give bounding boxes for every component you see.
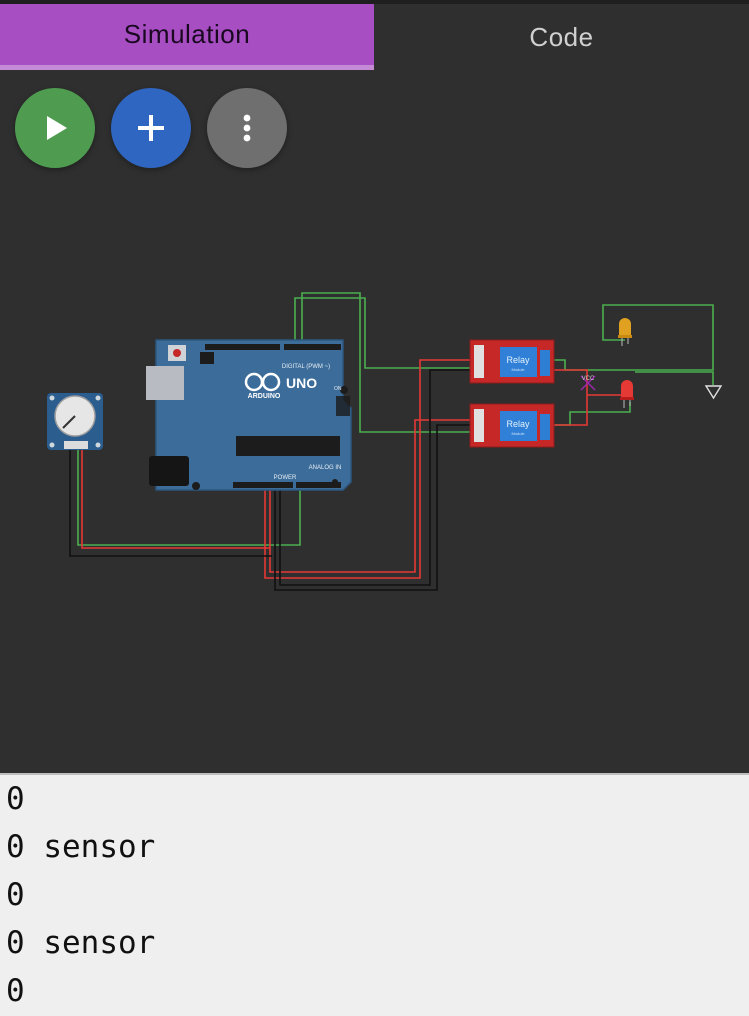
arduino-logo-icon: [244, 372, 281, 392]
board-logo: UNO: [286, 375, 317, 391]
more-options-button[interactable]: [207, 88, 287, 168]
vcc-label: VCC: [582, 376, 595, 382]
console-line: 0: [6, 973, 25, 1009]
wire-black[interactable]: [279, 369, 470, 586]
status-strip: [0, 0, 749, 4]
analog-label: ANALOG IN: [309, 465, 342, 471]
more-vert-icon: [243, 114, 251, 142]
wire-green[interactable]: [301, 292, 470, 433]
digital-label: DIGITAL (PWM ~): [282, 364, 330, 370]
wire-red[interactable]: [540, 369, 588, 426]
tab-simulation[interactable]: Simulation: [0, 4, 374, 70]
console-line: 0 sensor: [6, 925, 156, 961]
ground-icon: [704, 385, 723, 400]
relay-sublabel: Module: [511, 367, 525, 372]
wire-red[interactable]: [269, 419, 470, 573]
relay-label: Relay: [506, 355, 530, 365]
wire-green[interactable]: [294, 297, 470, 369]
serial-monitor: 0 0 sensor 0 0 sensor 0: [0, 773, 749, 1016]
led-red[interactable]: [620, 380, 634, 408]
board-brand: ARDUINO: [248, 393, 281, 400]
relay-module-2[interactable]: Relay Module: [469, 403, 555, 448]
console-line: 0: [6, 877, 25, 913]
power-label: POWER: [274, 475, 297, 481]
relay-sublabel: Module: [511, 431, 525, 436]
wire-green[interactable]: [77, 445, 301, 546]
wire-black[interactable]: [274, 424, 470, 591]
led-yellow[interactable]: [618, 318, 632, 346]
plus-icon: [138, 115, 164, 141]
wire-green[interactable]: [540, 304, 714, 371]
wire-black[interactable]: [69, 445, 272, 557]
wires: [69, 292, 714, 591]
relay-module-1[interactable]: Relay Module: [469, 339, 555, 384]
add-component-button[interactable]: [111, 88, 191, 168]
relay-label: Relay: [506, 419, 530, 429]
on-label: ON: [334, 386, 342, 392]
arduino-uno-board[interactable]: DIGITAL (PWM ~) POWER ANALOG IN ON UNO A…: [146, 339, 352, 491]
vcc-marker-icon: [580, 375, 596, 391]
tab-code[interactable]: Code: [374, 4, 749, 70]
potentiometer[interactable]: [47, 393, 103, 450]
wire-red[interactable]: [81, 445, 270, 549]
tab-bar: Simulation Code: [0, 4, 749, 70]
console-line: 0: [6, 781, 25, 817]
wire-green[interactable]: [635, 371, 714, 385]
simulation-canvas[interactable]: DIGITAL (PWM ~) POWER ANALOG IN ON UNO A…: [0, 180, 749, 770]
console-line: 0 sensor: [6, 829, 156, 865]
play-button[interactable]: [15, 88, 95, 168]
play-icon: [47, 116, 67, 140]
